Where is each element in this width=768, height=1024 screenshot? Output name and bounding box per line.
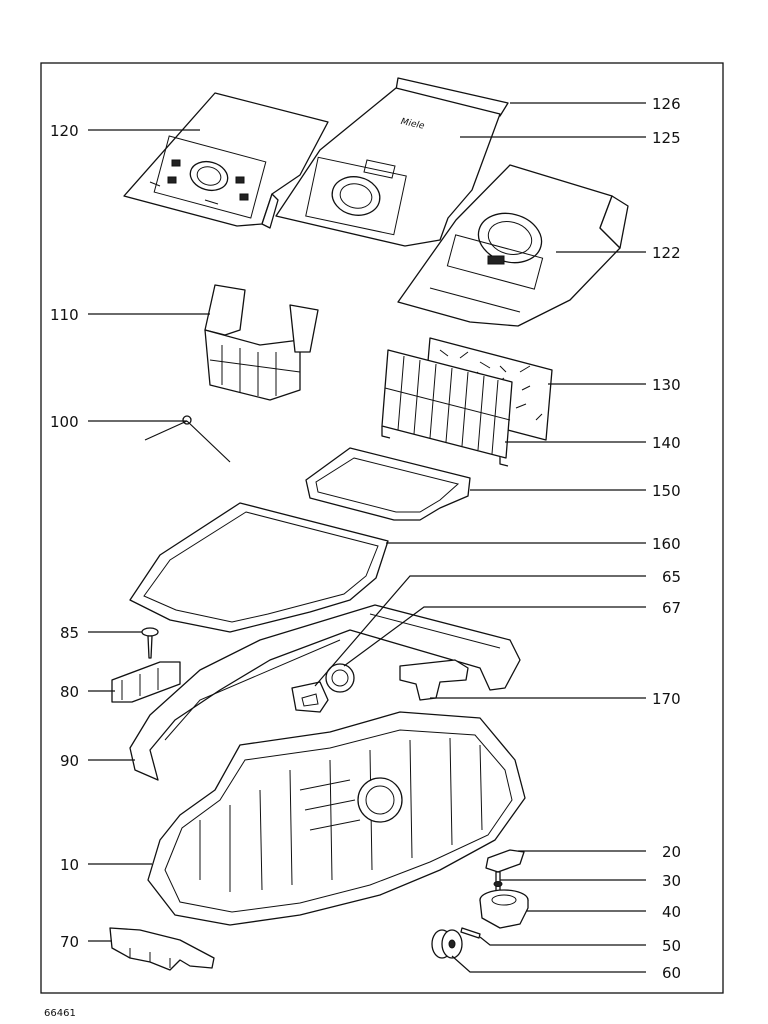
part-65-valve [291,681,329,713]
part-67-connector [325,663,355,693]
part-60-roller [431,929,463,959]
callout-65: 65 [662,568,681,586]
part-10-housing [147,711,526,926]
leader-lines [88,102,646,973]
callout-120: 120 [50,122,79,140]
callout-100: 100 [50,413,79,431]
part-110-bag-holder [204,284,319,401]
part-20-bracket [485,849,525,873]
callout-90: 90 [60,752,79,770]
part-90-bumper-rim [129,604,521,781]
callout-122: 122 [652,244,681,262]
drawing-number: 66461 [44,1008,76,1019]
part-170-hose [399,659,469,701]
callout-50: 50 [662,937,681,955]
callout-30: 30 [662,872,681,890]
part-40-castor [479,889,529,929]
part-70-cover-strip [109,927,215,971]
part-80-clip [111,661,181,703]
callout-110: 110 [50,306,79,324]
callout-labels: 120 126 125 122 110 130 100 140 150 160 … [50,95,681,982]
callout-150: 150 [652,482,681,500]
callout-160: 160 [652,535,681,553]
callout-170: 170 [652,690,681,708]
callout-140: 140 [652,434,681,452]
callout-70: 70 [60,933,79,951]
part-30-screw [493,871,503,893]
part-122-hyclean-bag [397,164,629,327]
part-125-paper-bag: Miele [275,77,509,247]
part-120-dust-bag [123,92,329,229]
callout-80: 80 [60,683,79,701]
callout-125: 125 [652,129,681,147]
callout-126: 126 [652,95,681,113]
part-140-filter-frame [381,349,513,467]
diagram-frame [40,62,724,994]
svg-text:Miele: Miele [400,117,426,132]
callout-130: 130 [652,376,681,394]
callout-20: 20 [662,843,681,861]
callout-40: 40 [662,903,681,921]
callout-67: 67 [662,599,681,617]
callout-85: 85 [60,624,79,642]
part-160-lid-seal [129,502,389,633]
callout-60: 60 [662,964,681,982]
callout-10: 10 [60,856,79,874]
part-150-filter-cassette [305,447,471,521]
part-85-screw [141,627,159,659]
part-50-axle [460,927,481,939]
